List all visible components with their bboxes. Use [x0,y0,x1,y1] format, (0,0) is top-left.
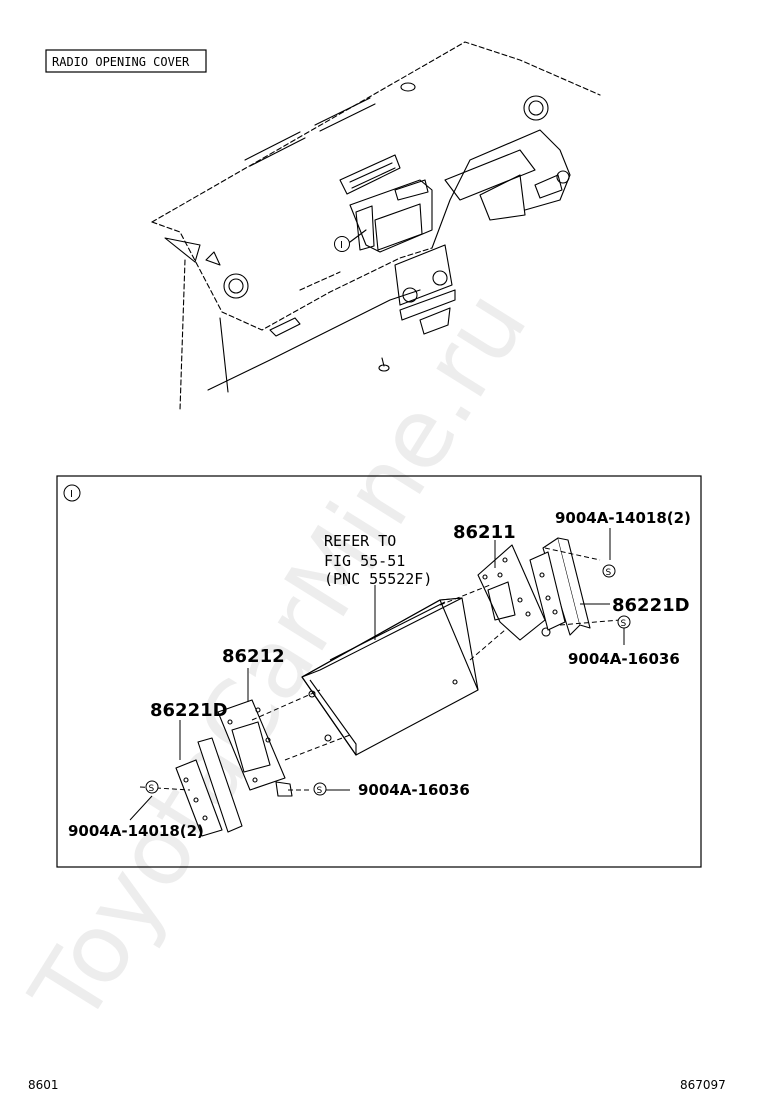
bezel-86221d-right [529,537,591,636]
bracket-86212 [217,699,293,797]
leader-lines [129,528,625,821]
dashboard-callout-letter: I [340,240,343,251]
screw-symbol-bottom-center: S [317,786,323,796]
screw-label-mid-right: 9004A-16036 [568,650,680,668]
section-marker-letter: I [70,489,73,500]
part-number-86221d-left: 86221D [150,700,228,721]
part-number-86212: 86212 [222,646,285,667]
screw-symbols [145,564,631,796]
header-label-box [45,49,207,73]
bezel-86221d-left [175,737,243,837]
refer-line-3: (PNC 55522F) [324,570,432,588]
header-label: RADIO OPENING COVER [52,55,190,69]
dashboard-illustration [151,41,601,411]
screw-label-bottom-left: 9004A-14018(2) [68,822,204,840]
part-number-86221d-right: 86221D [612,595,690,616]
radio-unit [301,597,479,756]
screw-symbol-bottom-left: S [149,784,155,794]
bracket-86211 [477,544,551,641]
refer-line-2: FIG 55-51 [324,552,405,570]
part-number-86211: 86211 [453,522,516,543]
screw-label-bottom-center: 9004A-16036 [358,781,470,799]
section-marker-circle [63,484,81,502]
screw-label-top-right: 9004A-14018(2) [555,509,691,527]
screw-symbol-top-right: S [606,568,612,578]
refer-line-1: REFER TO [324,532,396,550]
footer-right-code: 867097 [680,1078,726,1092]
assembly-lines [139,547,621,791]
exploded-view-frame [56,475,702,868]
footer-left-code: 8601 [28,1078,59,1092]
screw-symbol-mid-right: S [621,619,627,629]
dashboard-callout-circle [334,236,350,252]
